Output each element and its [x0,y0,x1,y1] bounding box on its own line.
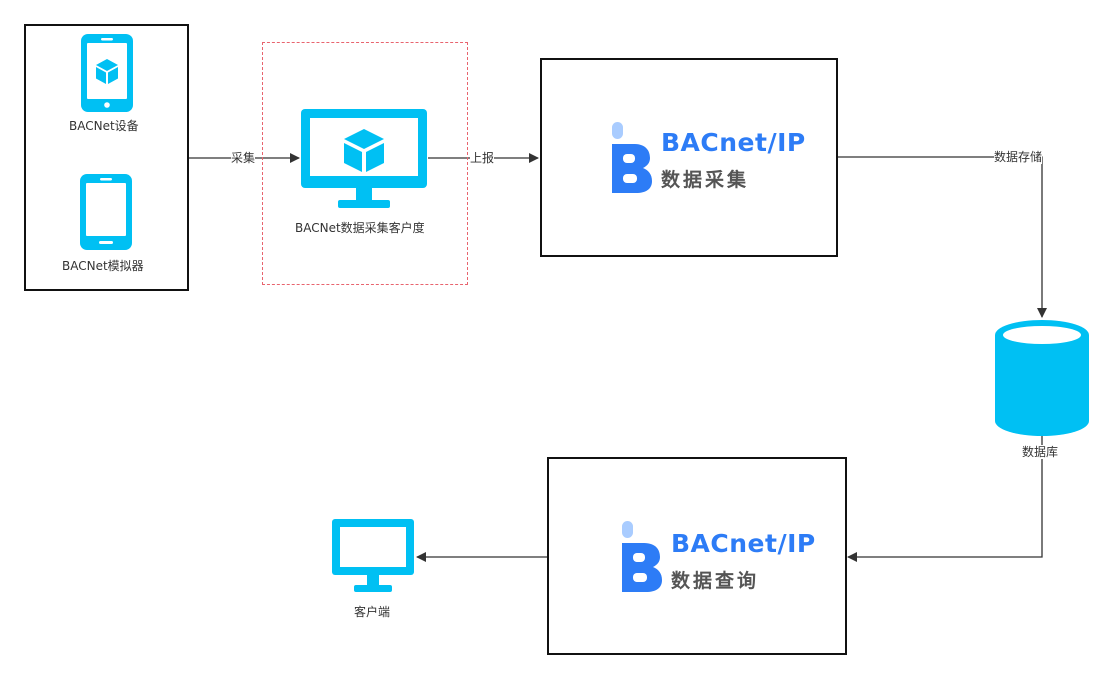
monitor-icon [332,519,414,592]
query-box [547,457,847,655]
collector-box [540,58,838,257]
edge-store-label: 数据存储 [994,150,1043,164]
edge-store [838,156,1047,318]
monitor-cube-icon [301,109,427,208]
client-label: 客户端 [354,605,391,619]
query-subtitle: 数据查询 [671,570,760,592]
tablet-icon [80,174,132,250]
database-cylinder-icon [995,320,1089,436]
edge-db-query [847,428,1043,562]
client-app-label: BACNet数据采集客户度 [295,221,425,235]
collector-subtitle: 数据采集 [661,169,750,191]
collector-title: BACnet/IP [661,128,806,157]
tablet-cube-icon [81,34,133,112]
query-title: BACnet/IP [671,529,816,558]
edge-collect-label: 采集 [231,151,256,165]
device-label: BACNet设备 [69,119,139,133]
bacnet-logo-icon [622,521,662,592]
database-label: 数据库 [1022,445,1059,459]
simulator-label: BACNet模拟器 [62,259,144,273]
client-app-group [262,42,468,285]
bacnet-logo-icon [612,122,652,193]
edge-report-label: 上报 [470,151,495,165]
